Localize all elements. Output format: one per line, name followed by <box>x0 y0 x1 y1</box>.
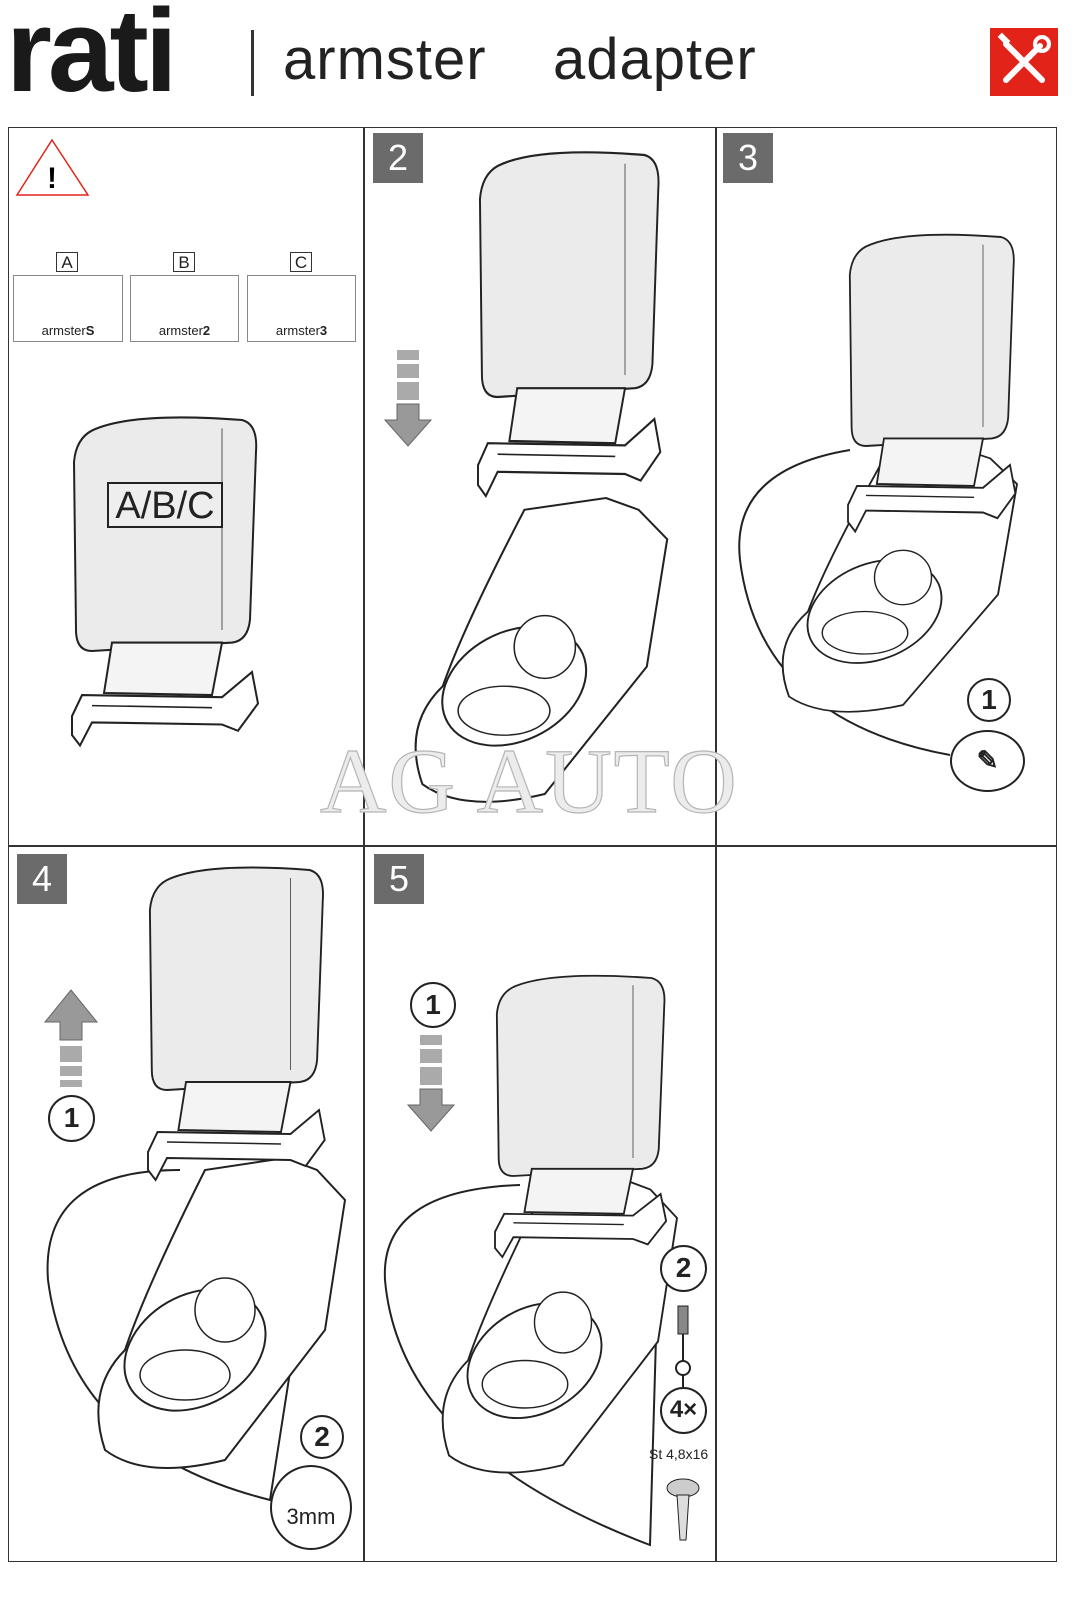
variant-armster-s: armsterS <box>13 275 123 342</box>
variant-suffix: S <box>85 323 95 338</box>
armrest-illustration <box>847 233 1017 533</box>
title-armster: armster <box>283 27 487 92</box>
rati-logo: rati <box>6 0 178 117</box>
watermark: AG AUTO <box>319 729 739 832</box>
substep-circle-1: 1 <box>967 678 1011 722</box>
variant-name: armster <box>158 323 203 338</box>
warning-icon: ! <box>15 138 90 196</box>
screw-spec: St 4,8x16 <box>649 1446 709 1462</box>
down-arrow-icon <box>384 349 432 447</box>
trim-outline <box>738 449 951 756</box>
variant-name: armster <box>41 323 86 338</box>
down-arrow-icon <box>407 1034 455 1132</box>
variant-suffix: 2 <box>202 323 211 338</box>
gap-label: 3mm <box>286 1504 336 1529</box>
screw-quantity: 4× <box>660 1387 707 1434</box>
variant-suffix: 3 <box>319 323 328 338</box>
armrest-illustration <box>494 974 668 1258</box>
screwdriver-icon <box>675 1305 691 1387</box>
gap-measure-icon: 3mm <box>270 1465 352 1550</box>
armrest-illustration <box>147 866 326 1181</box>
step-badge-5: 5 <box>374 854 424 904</box>
armrest-illustration <box>70 416 260 747</box>
svg-text:!: ! <box>47 162 57 195</box>
substep-circle-1: 1 <box>48 1095 95 1142</box>
grid-divider <box>363 127 365 1562</box>
substep-circle-2: 2 <box>300 1415 344 1459</box>
trim-outline <box>46 1169 321 1502</box>
variant-name: armster <box>275 323 320 338</box>
variant-armster-2: armster2 <box>130 275 239 342</box>
screw-icon <box>666 1478 700 1541</box>
up-arrow-icon <box>43 989 99 1087</box>
substep-circle-2: 2 <box>660 1245 707 1292</box>
variant-letter-a: A <box>56 252 78 272</box>
armrest-variant-label: A/B/C <box>107 482 223 528</box>
grid-divider <box>715 127 717 1562</box>
grid-divider <box>8 845 1057 847</box>
step-badge-3: 3 <box>723 133 773 183</box>
variant-armster-3: armster3 <box>247 275 356 342</box>
step-badge-2: 2 <box>373 133 423 183</box>
header-divider <box>251 30 254 96</box>
variant-letter-b: B <box>173 252 195 272</box>
armrest-illustration <box>476 151 662 498</box>
tools-icon <box>990 28 1058 96</box>
substep-circle-1: 1 <box>410 982 456 1028</box>
instruction-grid <box>8 127 1057 1562</box>
trim-outline <box>383 1184 661 1547</box>
clip-tool-icon: ✎ <box>950 730 1025 792</box>
title-adapter: adapter <box>553 27 757 92</box>
variant-letter-c: C <box>290 252 312 272</box>
step-badge-4: 4 <box>17 854 67 904</box>
